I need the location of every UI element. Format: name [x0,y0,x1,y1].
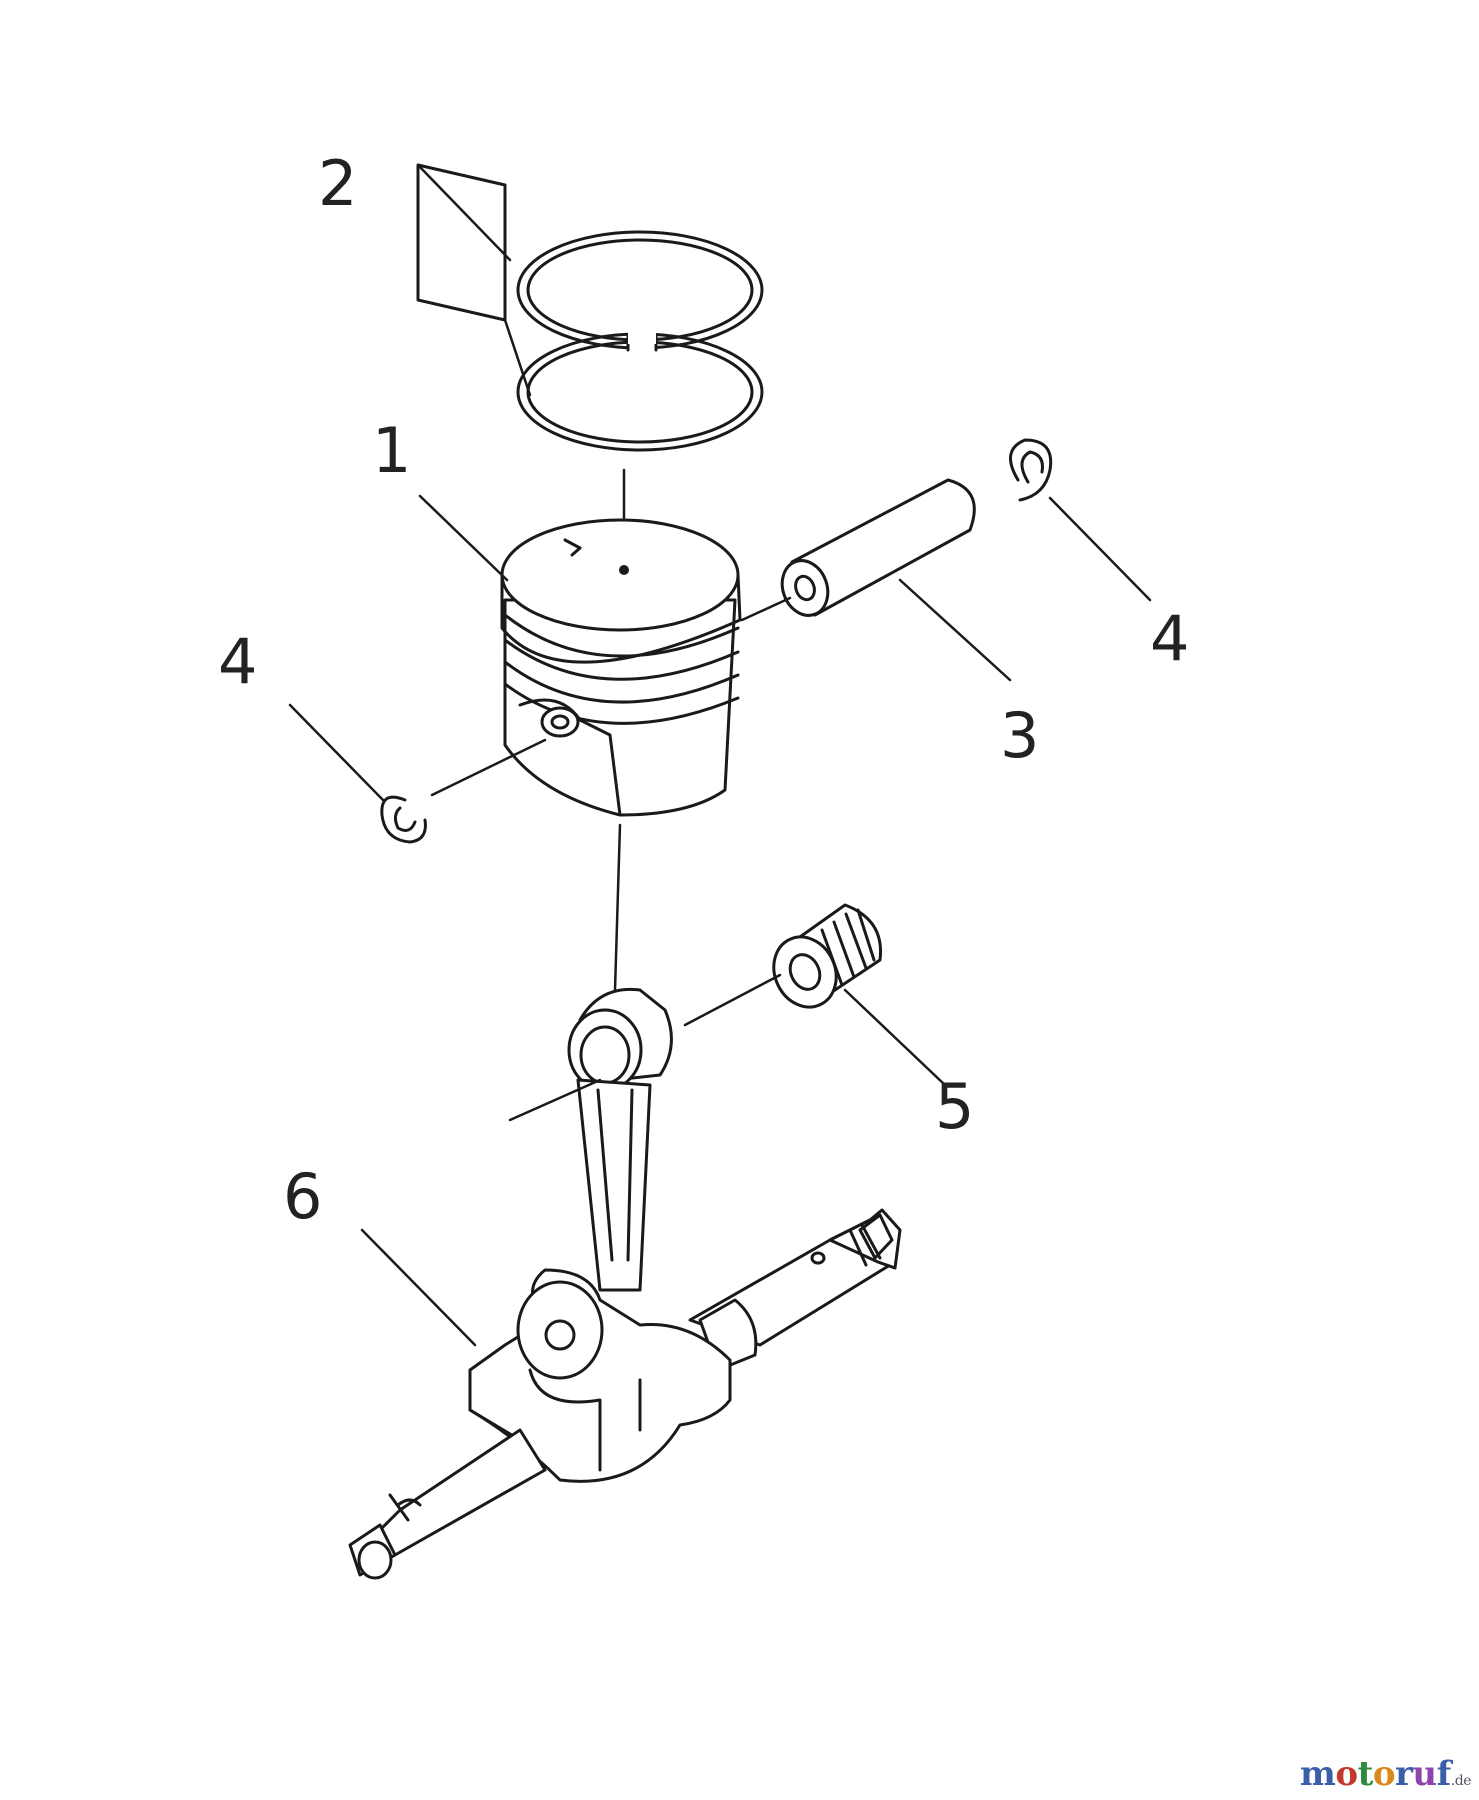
watermark-letter: t [1357,1754,1374,1794]
leader-4-left [288,703,385,802]
leader-4-right [1048,496,1152,602]
watermark-letter: u [1412,1754,1437,1794]
circlip-to-piston [430,738,547,797]
leader-6 [360,1228,477,1347]
callout-1: 1 [372,414,411,487]
bottom-piston-ring [516,332,764,452]
bearing-to-rod [683,973,782,1027]
watermark-letter: m [1299,1754,1336,1794]
watermark-letter: o [1335,1754,1358,1794]
crankshaft-assembly [348,987,902,1580]
callout-4-left: 4 [218,625,257,698]
leader-3 [898,578,1012,682]
watermark-letter: f [1436,1754,1452,1794]
callout-5: 5 [935,1070,974,1143]
callout-3: 3 [1000,699,1039,772]
circlip-left [380,795,427,844]
motoruf-watermark-logo: motoruf.de [1299,1754,1472,1794]
circlip-right [1009,438,1053,502]
rod-small-end-axis [508,1078,602,1122]
piston-pin [780,478,976,617]
watermark-tld: .de [1450,1773,1472,1789]
watermark-letter: o [1372,1754,1396,1794]
piston-to-rod-axis [613,823,622,992]
watermark-letter: r [1395,1754,1413,1794]
piston-rings [416,163,764,452]
callout-4-right: 4 [1150,602,1189,675]
piston [500,518,742,817]
leader-1 [418,494,509,582]
leader-5 [843,988,947,1087]
callout-6: 6 [283,1160,322,1233]
needle-bearing [772,903,883,1009]
callout-2: 2 [318,147,357,220]
